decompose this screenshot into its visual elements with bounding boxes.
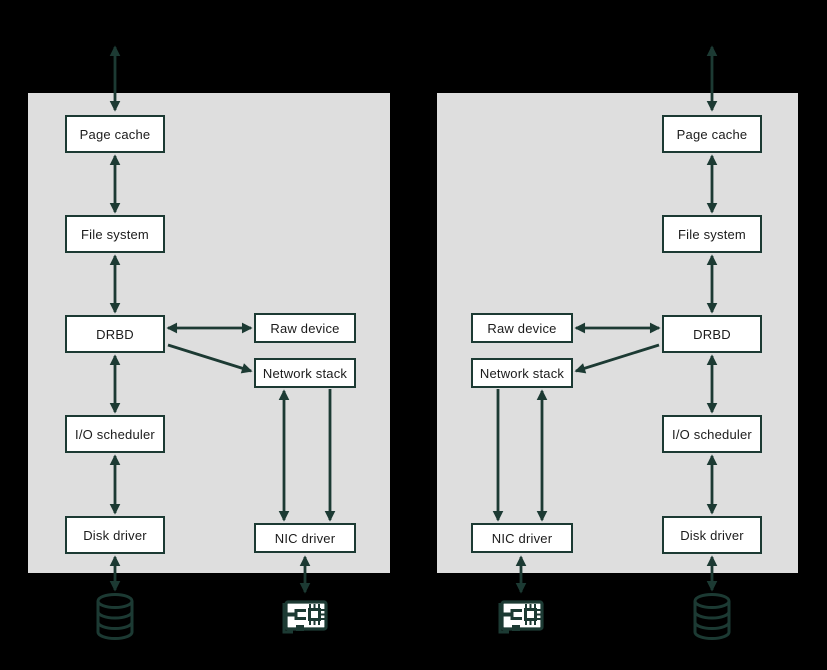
- box-nic-driver-left: NIC driver: [254, 523, 356, 553]
- box-page-cache-left: Page cache: [65, 115, 165, 153]
- box-label: Network stack: [262, 365, 348, 381]
- box-label: Page cache: [676, 126, 748, 142]
- box-label: Network stack: [479, 365, 565, 381]
- box-label: File system: [678, 226, 746, 242]
- box-io-scheduler-left: I/O scheduler: [65, 415, 165, 453]
- box-network-stack-right: Network stack: [471, 358, 573, 388]
- box-raw-device-left: Raw device: [254, 313, 356, 343]
- box-nic-driver-right: NIC driver: [471, 523, 573, 553]
- nic-icon: [498, 600, 544, 634]
- box-label: NIC driver: [274, 530, 336, 546]
- box-label: Raw device: [487, 320, 557, 336]
- box-label: Disk driver: [680, 527, 744, 543]
- box-io-scheduler-right: I/O scheduler: [662, 415, 762, 453]
- box-file-system-left: File system: [65, 215, 165, 253]
- box-network-stack-left: Network stack: [254, 358, 356, 388]
- box-label: I/O scheduler: [672, 426, 752, 442]
- box-raw-device-right: Raw device: [471, 313, 573, 343]
- box-page-cache-right: Page cache: [662, 115, 762, 153]
- box-label: DRBD: [693, 326, 731, 342]
- box-label: Raw device: [270, 320, 340, 336]
- box-label: Page cache: [79, 126, 151, 142]
- box-disk-driver-left: Disk driver: [65, 516, 165, 554]
- box-label: Disk driver: [83, 527, 147, 543]
- box-label: I/O scheduler: [75, 426, 155, 442]
- disk-icon: [693, 593, 731, 640]
- box-label: DRBD: [96, 326, 134, 342]
- nic-icon: [282, 600, 328, 634]
- box-drbd-right: DRBD: [662, 315, 762, 353]
- box-drbd-left: DRBD: [65, 315, 165, 353]
- box-file-system-right: File system: [662, 215, 762, 253]
- box-label: NIC driver: [491, 530, 553, 546]
- box-disk-driver-right: Disk driver: [662, 516, 762, 554]
- box-label: File system: [81, 226, 149, 242]
- disk-icon: [96, 593, 134, 640]
